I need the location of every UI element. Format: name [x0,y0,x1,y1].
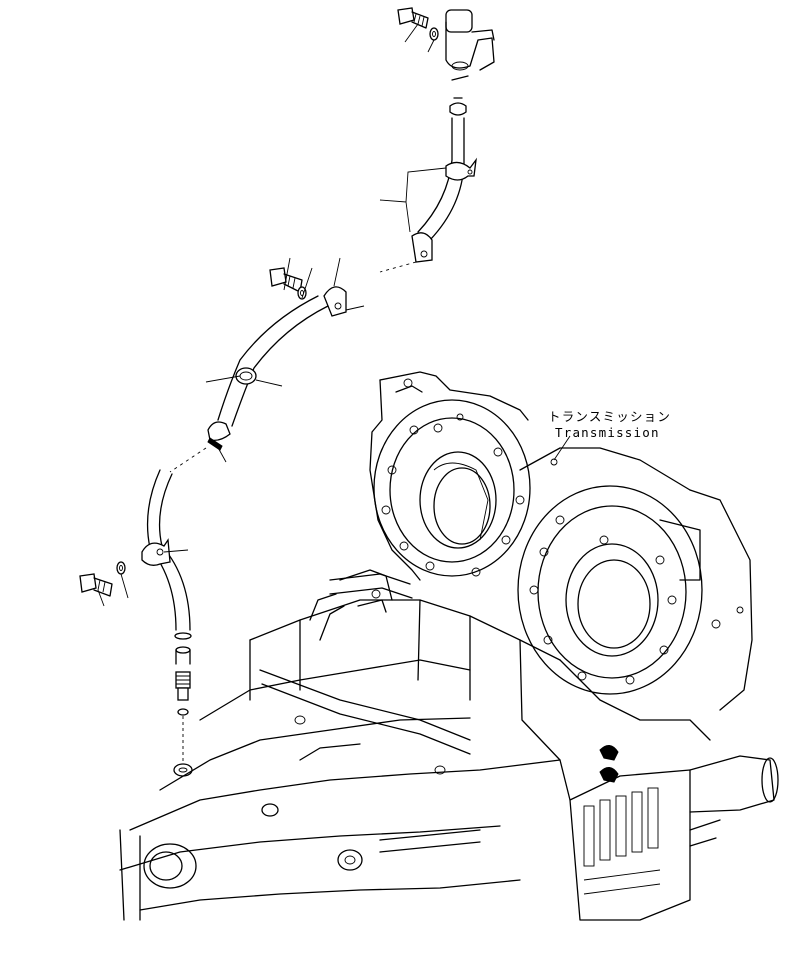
leader-line [427,39,435,53]
lower-washer [116,561,126,575]
middle-bolt [269,267,303,293]
leader-line [333,257,341,287]
hose-middle [217,295,329,427]
clamp-lower [141,538,171,566]
leader-line [301,267,313,299]
leader-line [404,23,419,43]
lower-bolt [79,573,113,597]
leader-line [163,549,189,553]
leader-line [255,379,283,387]
transmission-assembly [119,371,779,921]
leader-line [120,573,129,599]
leader-line [345,305,365,311]
hose-end-fitting [173,632,193,777]
hose-dashed [169,447,207,473]
middle-washer [297,286,307,300]
transmission-leader [553,435,571,461]
leader-line [215,443,227,463]
hose-clip-top [449,97,467,116]
transmission-label-jp: トランスミッション [548,409,672,424]
top-elbow-fitting [445,9,495,81]
transmission-label-en: Transmission [555,425,660,440]
clamp-upper-2 [411,232,433,263]
top-bolt [397,7,429,29]
leader-line [97,589,105,607]
leader-line [283,257,291,291]
hose-dashed [379,261,417,273]
leader-bracket [379,167,447,233]
clamp-upper-1 [445,157,477,181]
top-washer [429,27,439,41]
clamp-middle [323,286,347,317]
leader-line [205,375,241,383]
clamp-lower-small [207,421,231,451]
